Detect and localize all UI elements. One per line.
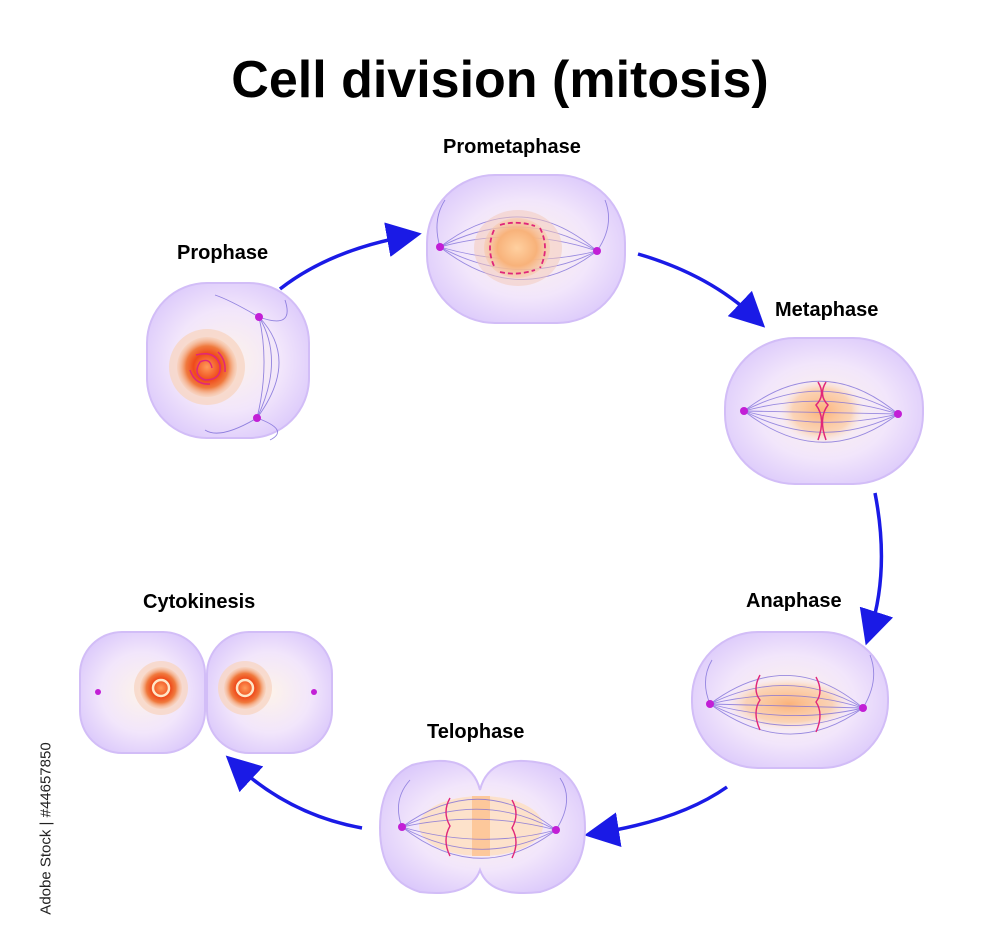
label-anaphase: Anaphase	[746, 590, 842, 612]
diagram-title: Cell division (mitosis)	[231, 51, 769, 109]
cell-anaphase	[691, 631, 889, 769]
label-prophase: Prophase	[177, 242, 269, 264]
cell-prometaphase	[426, 174, 626, 324]
arrow-anaphase-to-telophase	[584, 785, 729, 847]
arrow-metaphase-to-anaphase	[859, 492, 894, 646]
cycle-arrows	[225, 222, 894, 847]
arrow-telophase-to-cytokinesis	[225, 755, 363, 830]
label-prometaphase: Prometaphase	[443, 136, 581, 158]
arrow-prometaphase-to-metaphase	[637, 252, 766, 328]
label-cytokinesis: Cytokinesis	[143, 591, 256, 613]
cell-metaphase	[724, 337, 924, 485]
label-telophase: Telophase	[427, 721, 525, 743]
cell-telophase	[378, 759, 587, 894]
cell-prophase	[146, 282, 310, 441]
label-metaphase: Metaphase	[775, 299, 879, 321]
cell-cytokinesis	[79, 631, 333, 754]
arrow-prophase-to-prometaphase	[278, 222, 422, 291]
